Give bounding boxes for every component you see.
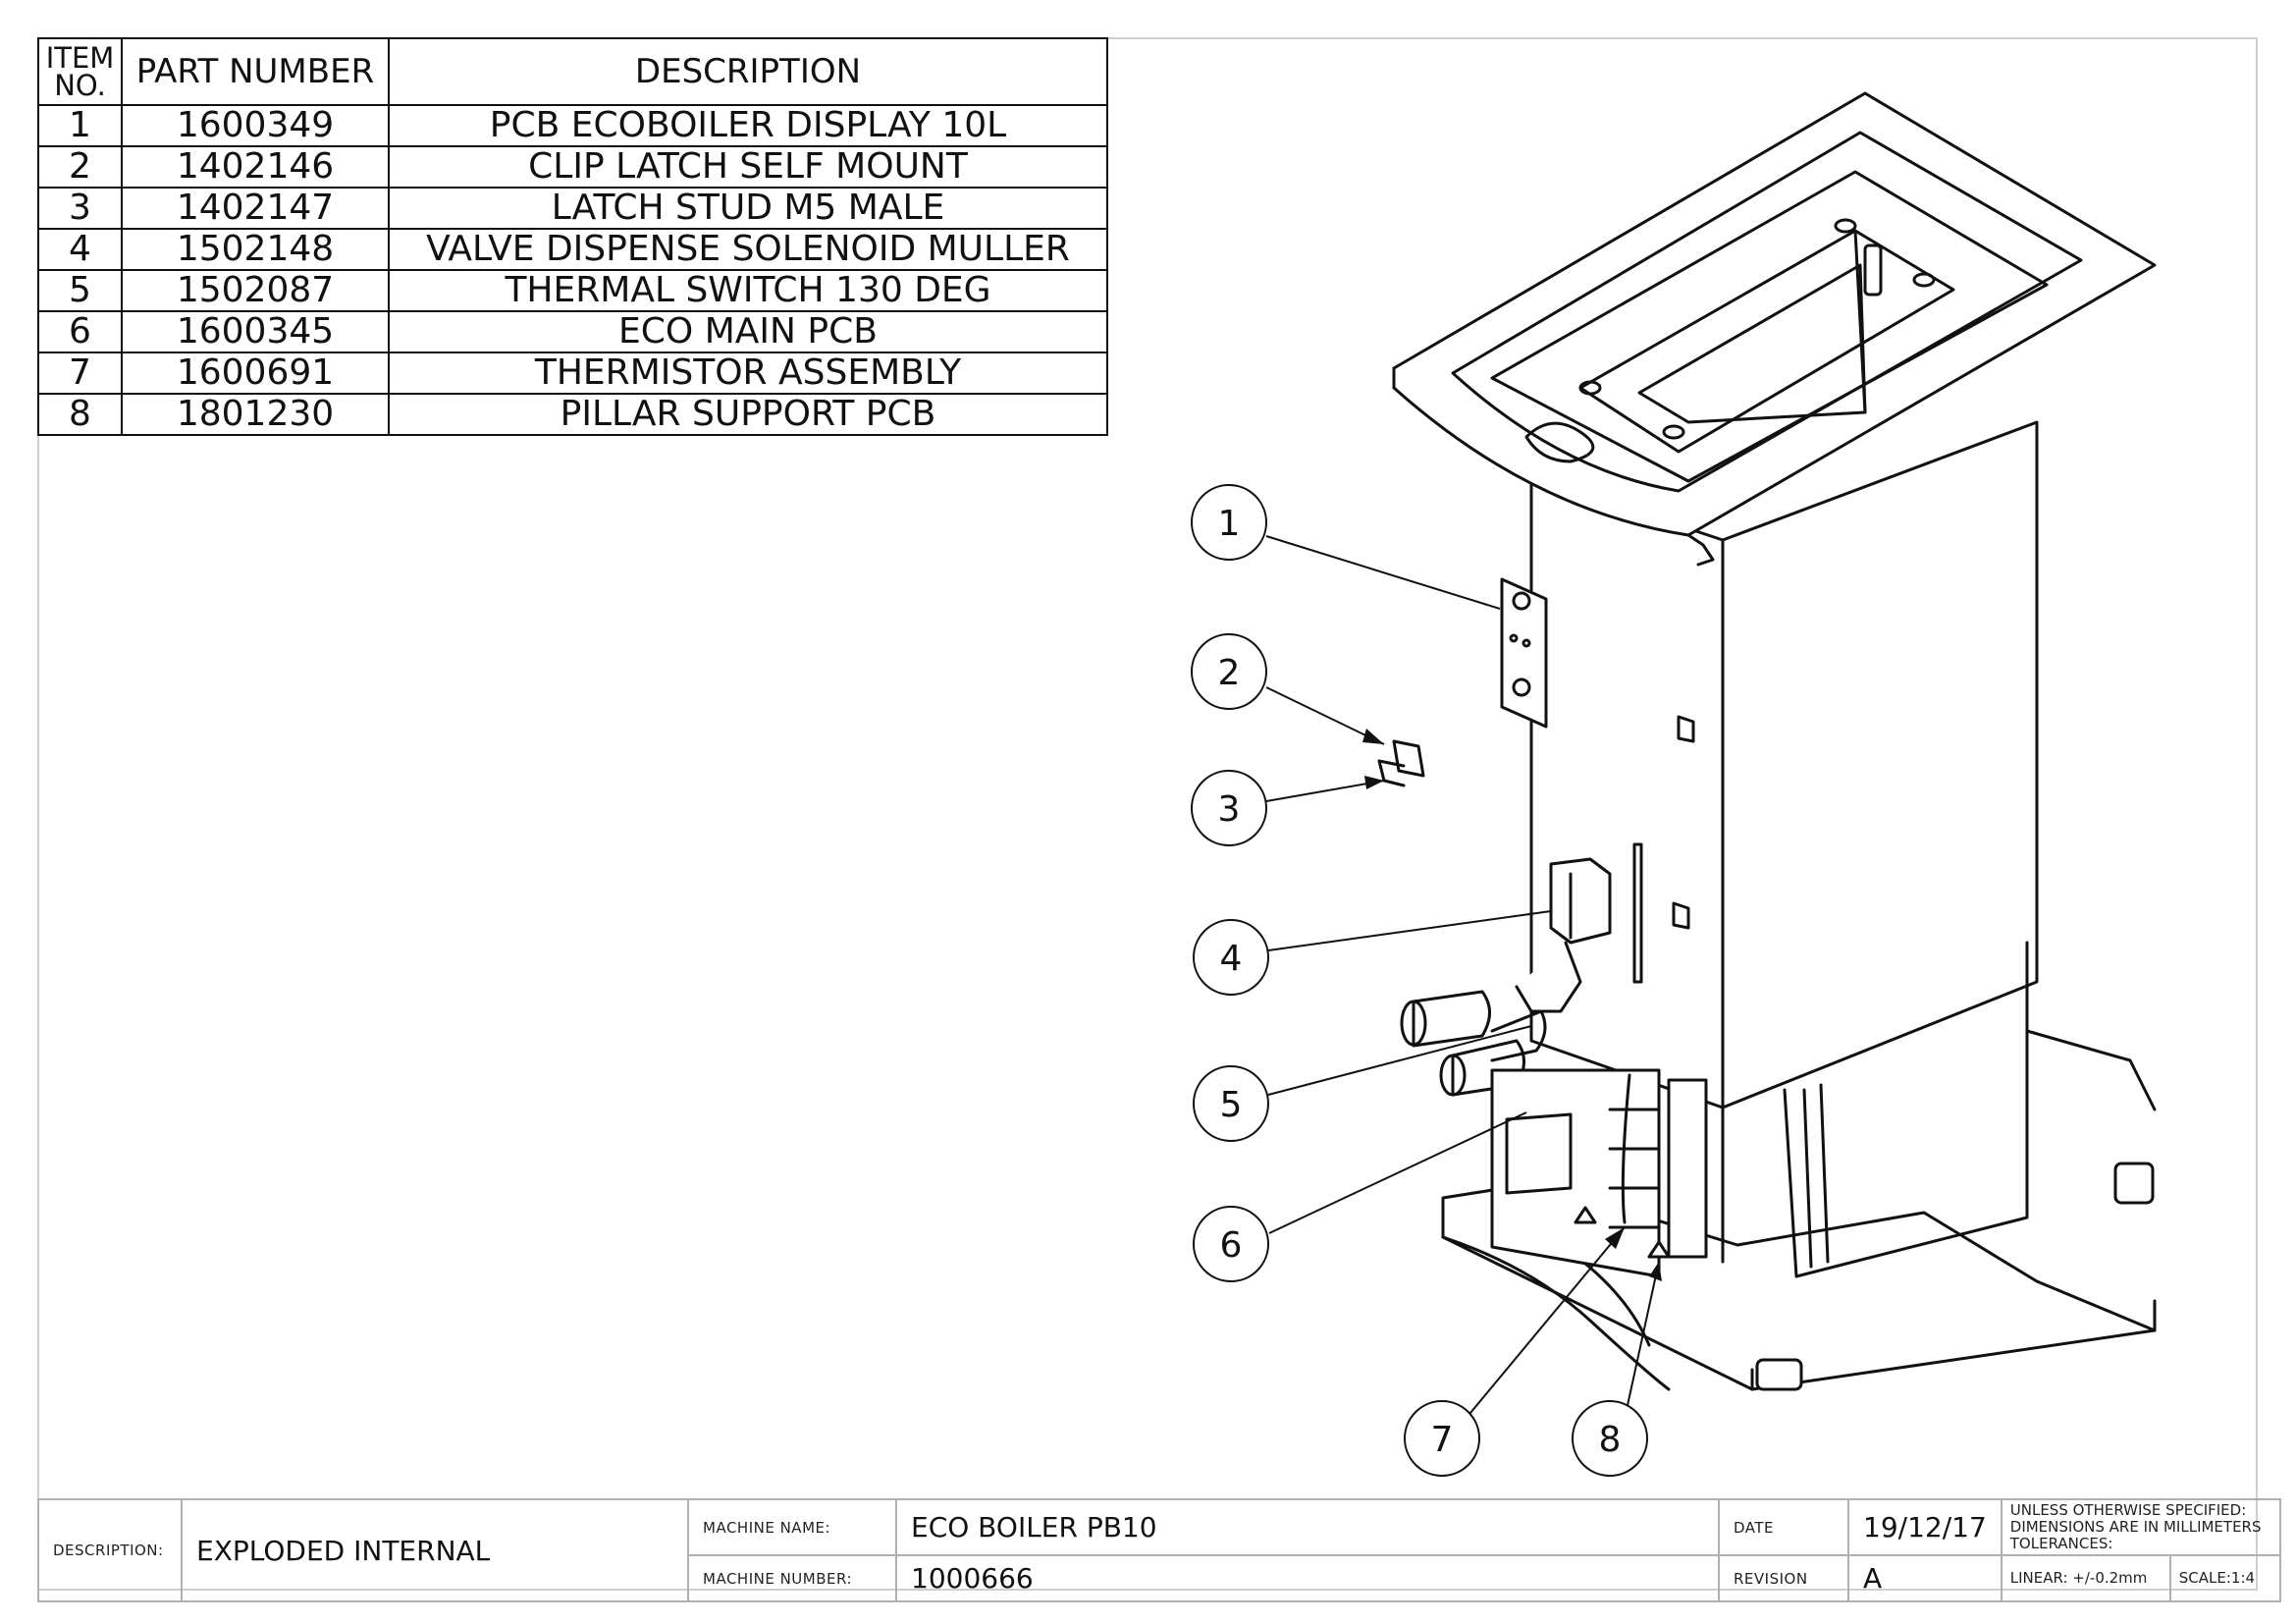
machine-number-value: 1000666 (895, 1554, 1720, 1602)
leader-lines (1265, 535, 1660, 1420)
bom-item-no: 7 (37, 352, 123, 395)
bom-part-number: 1600691 (121, 352, 390, 395)
pipes-thermal-switch (1400, 990, 1547, 1097)
description-value: EXPLODED INTERNAL (181, 1498, 689, 1602)
solenoid-valve (1515, 842, 1690, 1013)
item-balloon-label: 7 (1431, 1420, 1454, 1460)
leader-arrowheads (1362, 729, 1662, 1281)
bom-item-no: 4 (37, 228, 123, 271)
item-balloon-label: 4 (1220, 939, 1243, 979)
bom-part-number: 1402147 (121, 187, 390, 230)
bom-part-number: 1502148 (121, 228, 390, 271)
bom-description: PILLAR SUPPORT PCB (388, 393, 1108, 436)
machine-number-label: MACHINE NUMBER: (687, 1554, 897, 1602)
description-label: DESCRIPTION: (37, 1498, 183, 1602)
bom-item-no: 5 (37, 269, 123, 312)
bom-part-number: 1502087 (121, 269, 390, 312)
revision-value: A (1847, 1554, 2002, 1602)
bom-header-description: DESCRIPTION (388, 37, 1108, 106)
machine-name-label: MACHINE NAME: (687, 1498, 897, 1556)
item-balloon-2: 2 (1191, 633, 1267, 710)
date-label: DATE (1718, 1498, 1849, 1556)
top-flange (1392, 91, 2157, 567)
date-value: 19/12/17 (1847, 1498, 2002, 1556)
item-balloons: 1 2 3 4 5 6 7 (1191, 484, 1648, 1477)
bom-item-no: 1 (37, 104, 123, 147)
bom-part-number: 1801230 (121, 393, 390, 436)
bom-item-no: 6 (37, 310, 123, 353)
bom-header-part-number: PART NUMBER (121, 37, 390, 106)
bom-item-no: 2 (37, 145, 123, 189)
bom-part-number: 1600345 (121, 310, 390, 353)
item-balloon-label: 8 (1599, 1420, 1622, 1460)
notes-line-unless-specified: UNLESS OTHERWISE SPECIFIED: (2009, 1501, 2247, 1519)
boiler-body (1529, 420, 2157, 1278)
item-balloon-label: 1 (1218, 504, 1241, 544)
bom-item-no: 8 (37, 393, 123, 436)
display-pcb (1500, 577, 1548, 729)
bom-description: LATCH STUD M5 MALE (388, 187, 1108, 230)
machine-name-value: ECO BOILER PB10 (895, 1498, 1720, 1556)
bom-description: THERMAL SWITCH 130 DEG (388, 269, 1108, 312)
title-block: DESCRIPTION: EXPLODED INTERNAL MACHINE N… (37, 1498, 2281, 1602)
general-notes: UNLESS OTHERWISE SPECIFIED: DIMENSIONS A… (2000, 1498, 2281, 1556)
scale-value: SCALE:1:4 (2168, 1554, 2281, 1602)
tolerance-value: LINEAR: +/-0.2mm (2000, 1554, 2171, 1602)
main-pcb (1490, 1068, 1708, 1278)
item-balloon-5: 5 (1193, 1065, 1269, 1142)
bom-part-number: 1600349 (121, 104, 390, 147)
item-balloon-4: 4 (1193, 919, 1269, 996)
item-balloon-label: 3 (1218, 789, 1241, 830)
item-balloon-label: 6 (1220, 1225, 1243, 1266)
item-balloon-label: 2 (1218, 653, 1241, 693)
bom-item-no: 3 (37, 187, 123, 230)
bom-description: THERMISTOR ASSEMBLY (388, 352, 1108, 395)
bom-description: ECO MAIN PCB (388, 310, 1108, 353)
bom-part-number: 1402146 (121, 145, 390, 189)
bom-description: VALVE DISPENSE SOLENOID MULLER (388, 228, 1108, 271)
item-balloon-label: 5 (1220, 1085, 1243, 1125)
revision-label: REVISION (1718, 1554, 1849, 1602)
item-balloon-8: 8 (1572, 1400, 1648, 1477)
item-balloon-7: 7 (1404, 1400, 1480, 1477)
bom-description: PCB ECOBOILER DISPLAY 10L (388, 104, 1108, 147)
notes-line-dimensions: DIMENSIONS ARE IN MILLIMETERS (2009, 1518, 2262, 1536)
bom-description: CLIP LATCH SELF MOUNT (388, 145, 1108, 189)
item-balloon-6: 6 (1193, 1206, 1269, 1282)
item-balloon-3: 3 (1191, 770, 1267, 846)
notes-line-tolerances: TOLERANCES: (2009, 1535, 2113, 1552)
item-balloon-1: 1 (1191, 484, 1267, 561)
